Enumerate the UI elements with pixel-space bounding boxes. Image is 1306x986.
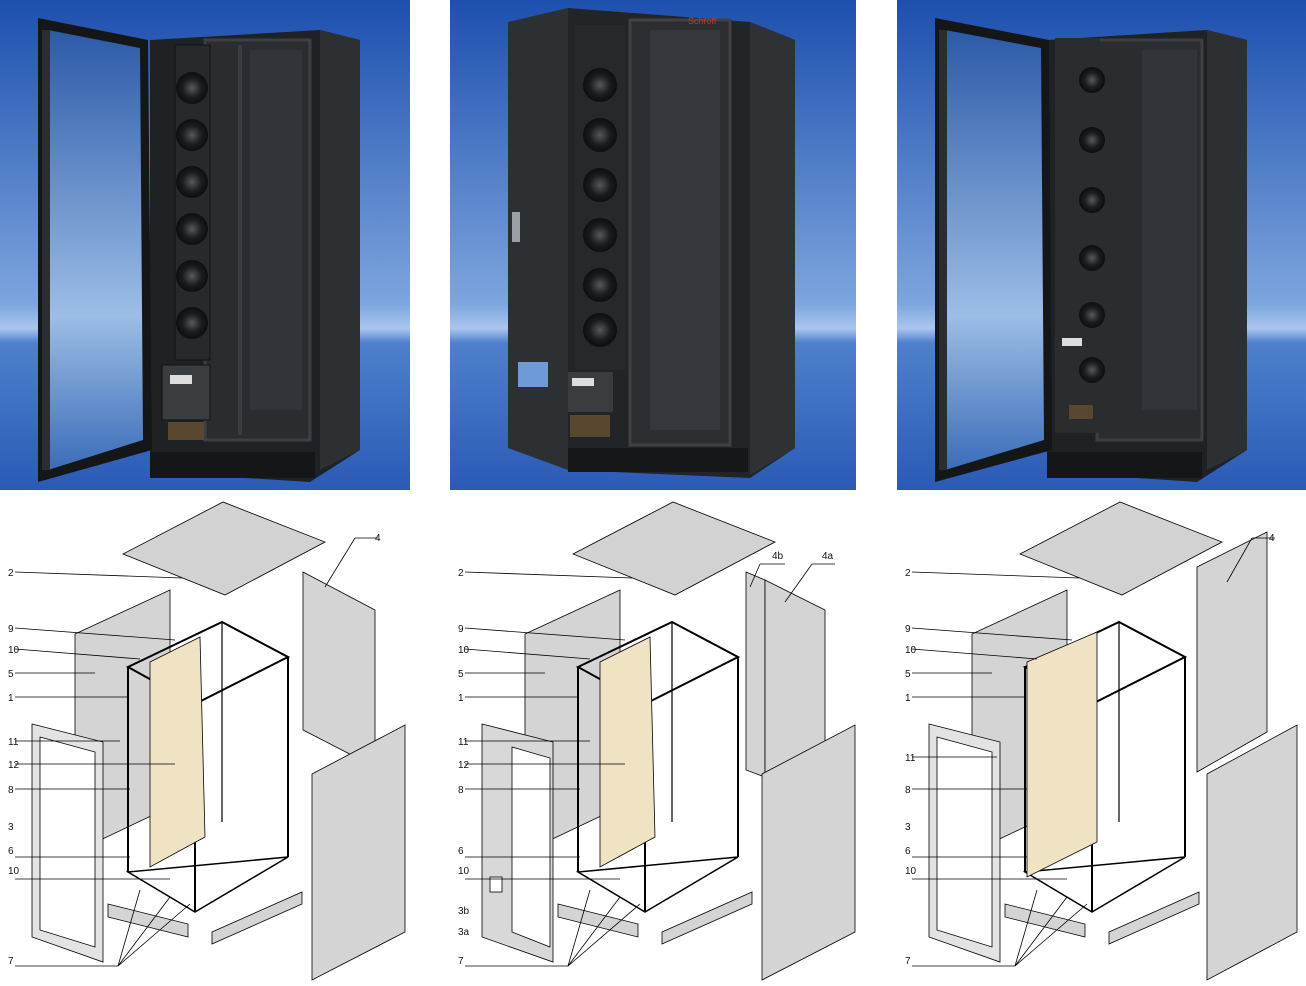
- label-component: 11: [8, 737, 19, 748]
- label-component: 6: [458, 846, 464, 857]
- label-component: 11: [458, 737, 469, 748]
- photo-cabinet-glass-door-right: [897, 0, 1306, 490]
- label-component: 11: [905, 753, 916, 764]
- label-rear-door-part: 4b: [772, 551, 784, 562]
- label-component: 10: [458, 866, 470, 877]
- exploded-diagram-1: 2 9 10 5 1 11 12 8 3 6 10 7 4: [0, 492, 430, 986]
- label-front-door: 3: [905, 822, 911, 833]
- label-frame: 1: [8, 693, 14, 704]
- label-rear-door: 4: [1269, 533, 1275, 544]
- label-component: 8: [8, 785, 14, 796]
- label-side-panel: 5: [8, 669, 14, 680]
- label-component: 12: [8, 760, 20, 771]
- photo-cabinet-solid-door: Schroff: [450, 0, 856, 490]
- label-component: 9: [458, 624, 464, 635]
- label-component: 6: [905, 846, 911, 857]
- label-component: 10: [8, 645, 20, 656]
- fan-icon: [1079, 67, 1105, 383]
- label-component: 8: [458, 785, 464, 796]
- fan-icon: [176, 72, 208, 339]
- label-rear-door: 4: [375, 533, 381, 544]
- label-top-panel: 2: [8, 568, 14, 579]
- label-plinth: 7: [458, 956, 464, 967]
- label-door-part: 3b: [458, 906, 470, 917]
- brand-logo: Schroff: [688, 16, 717, 26]
- label-side-panel: 5: [905, 669, 911, 680]
- label-component: 10: [905, 645, 917, 656]
- label-rear-door-part: 4a: [822, 551, 834, 562]
- label-component: 12: [458, 760, 470, 771]
- label-component: 9: [8, 624, 14, 635]
- label-frame: 1: [905, 693, 911, 704]
- label-plinth: 7: [905, 956, 911, 967]
- label-front-door: 3: [8, 822, 14, 833]
- label-top-panel: 2: [905, 568, 911, 579]
- fan-icon: [583, 68, 617, 347]
- label-plinth: 7: [8, 956, 14, 967]
- label-component: 10: [905, 866, 917, 877]
- label-side-panel: 5: [458, 669, 464, 680]
- label-component: 10: [458, 645, 470, 656]
- label-frame: 1: [458, 693, 464, 704]
- label-component: 10: [8, 866, 20, 877]
- label-door-part: 3a: [458, 927, 470, 938]
- exploded-diagram-2: 2 9 10 5 1 11 12 8 6 10 3b 3a 7 4b 4a: [450, 492, 880, 986]
- label-component: 6: [8, 846, 14, 857]
- photo-cabinet-glass-door-left: [0, 0, 410, 490]
- label-component: 9: [905, 624, 911, 635]
- label-top-panel: 2: [458, 568, 464, 579]
- label-component: 8: [905, 785, 911, 796]
- exploded-diagram-3: 2 9 10 5 1 11 8 3 6 10 7 4: [897, 492, 1306, 986]
